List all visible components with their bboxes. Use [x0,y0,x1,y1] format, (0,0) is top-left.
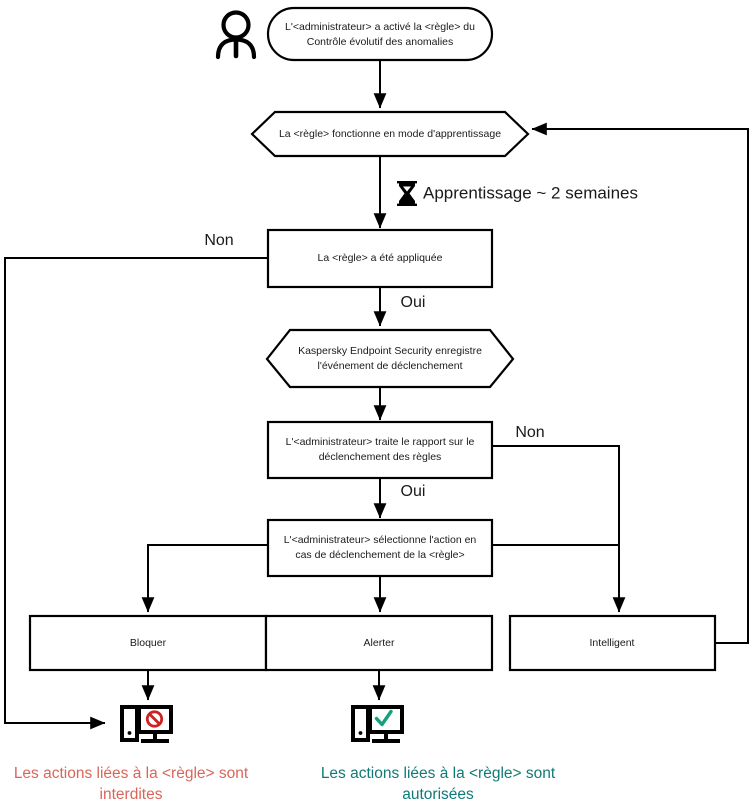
node-select-line-2: cas de déclenchement de la <règle> [295,549,464,561]
outcome-forbidden-line-1: Les actions liées à la <règle> sont [14,765,249,782]
outcome-forbidden-line-2: interdites [100,786,163,803]
node-learning-mode-label: La <règle> fonctionne en mode d'apprenti… [279,128,501,140]
node-kes-line-1: Kaspersky Endpoint Security enregistre [298,345,482,357]
node-rule-applied [266,228,494,289]
node-start-line-2: Contrôle évolutif des anomalies [307,36,454,48]
edge-select-to-block [141,544,268,613]
node-start-line-1: L'<administrateur> a activé la <règle> d… [285,21,475,33]
outcome-allowed-line-1: Les actions liées à la <règle> sont [321,765,556,782]
node-action-alert [264,614,494,672]
edge-label-report-yes: Oui [401,483,426,500]
edge-applied-no [4,257,268,730]
edge-label-report-no: Non [515,424,544,441]
node-start [266,6,494,62]
node-action-alert-label: Alerter [364,637,395,649]
hourglass-icon [397,181,417,206]
node-admin-handles-report [266,420,494,480]
node-action-block-label: Bloquer [130,637,167,649]
monitor-allowed-icon [351,705,404,743]
node-select-line-1: L'<administrateur> sélectionne l'action … [284,534,477,546]
edge-label-applied-no: Non [204,232,233,249]
outcome-allowed-line-2: autorisées [402,786,474,803]
learning-duration-label: Apprentissage ~ 2 semaines [423,183,638,202]
edge-smart-loopback [531,122,749,644]
monitor-blocked-icon [120,705,173,743]
edge-label-applied-yes: Oui [401,294,426,311]
node-kes-records-event [265,328,515,389]
node-action-smart [508,614,717,672]
node-action-block [28,614,268,672]
node-report-line-2: déclenchement des règles [319,451,442,463]
node-learning-mode [250,110,530,158]
node-rule-applied-label: La <règle> a été appliquée [318,252,443,264]
person-icon [215,10,257,60]
node-report-line-1: L'<administrateur> traite le rapport sur… [286,436,475,448]
node-action-smart-label: Intelligent [590,637,635,649]
edge-report-no [492,445,626,613]
node-kes-line-2: l'événement de déclenchement [317,360,462,372]
